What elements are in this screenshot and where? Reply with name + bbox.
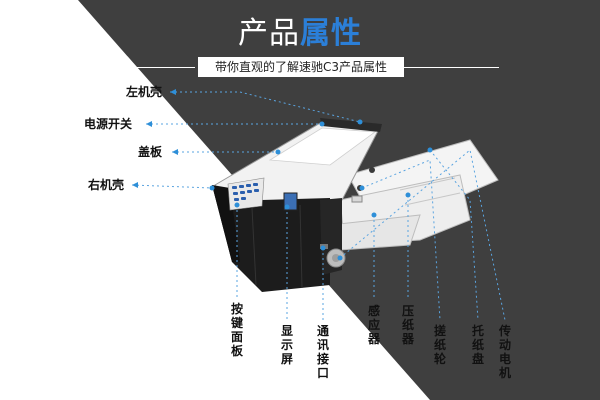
tray-guide [404,192,461,206]
left-shell-rim [320,118,382,132]
front-seam [251,207,257,286]
label-left-shell: 左机壳 [126,85,163,99]
drive-motor-hub [332,254,340,262]
title-part-2: 属性 [300,16,362,51]
label-cover: 盖板 [138,145,163,159]
title-part-1: 产品 [238,16,300,51]
leader-lines [131,91,506,321]
machine-side [212,185,240,262]
label-arrows [132,89,178,188]
leader-dots [209,119,433,261]
label-right-shell: 右机壳 [88,178,125,192]
label-feed-wheel: 搓纸轮 [433,324,446,366]
feed-wheel [369,167,375,173]
label-motor: 传动电机 [498,324,511,380]
tray-guide [399,177,456,191]
paper-press [351,195,363,203]
subtitle-rule-right [404,67,499,68]
label-tray: 托纸盘 [471,324,484,366]
front-seam [299,204,303,289]
label-comm-port: 通讯接口 [316,324,329,380]
page-title: 产品属性 [0,14,600,54]
label-power-switch: 电源开关 [84,117,133,131]
subtitle-rule-left [100,67,195,68]
keypad-keys [232,183,259,201]
label-display: 显示屏 [280,324,293,366]
label-keypad: 按键面板 [230,302,243,358]
page-subtitle: 带你直观的了解速驰C3产品属性 [198,57,404,77]
label-sensor: 感应器 [367,304,380,346]
cover-panel [268,127,377,166]
label-paper-press: 压纸器 [401,304,414,346]
